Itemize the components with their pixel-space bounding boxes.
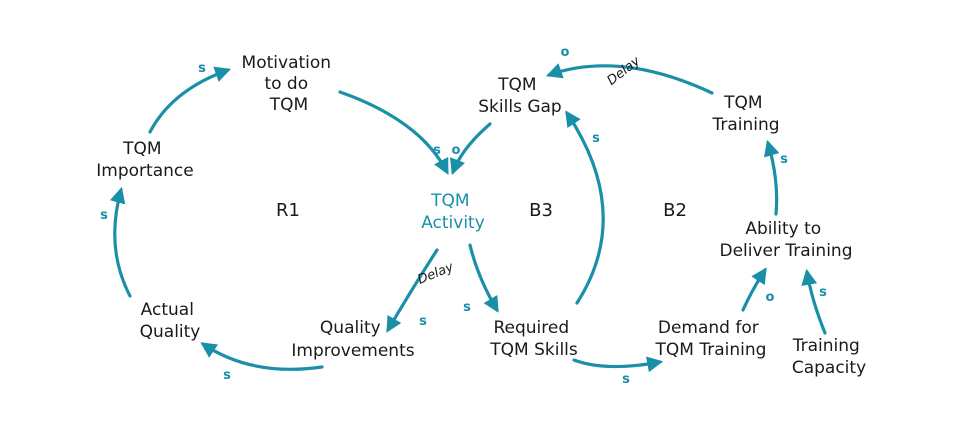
polarity-motivation-to-activity: s: [433, 143, 441, 158]
var-tqm-activity: TQM Activity: [421, 191, 485, 233]
link-required-to-demand: [572, 356, 664, 373]
var-skills-gap: TQM Skills Gap: [478, 75, 561, 117]
link-quality-to-importance: [109, 186, 132, 298]
polarity-quality-to-importance: s: [100, 208, 108, 223]
link-activity-to-required: [468, 243, 499, 313]
delay-label-activity-to-improvements: Delay: [416, 260, 456, 288]
polarity-required-to-gap: s: [592, 131, 600, 146]
var-importance: TQM Importance: [96, 139, 193, 181]
link-demand-to-ability: [741, 267, 767, 312]
polarity-demand-to-ability: o: [766, 290, 775, 305]
var-motivation: Motivation to do TQM: [242, 53, 337, 115]
polarity-importance-to-motivation: s: [198, 61, 206, 76]
link-improvements-to-quality: [200, 342, 324, 371]
var-actual-quality: Actual Quality: [140, 300, 201, 342]
link-motivation-to-activity: [338, 90, 449, 175]
link-importance-to-motivation: [148, 66, 232, 134]
loop-label-b2: B2: [663, 200, 687, 221]
var-tqm-training: TQM Training: [711, 93, 779, 135]
link-ability-to-training: [763, 139, 780, 216]
loop-label-r1: R1: [276, 200, 300, 221]
polarity-training-to-gap: o: [561, 45, 570, 60]
var-ability-deliver: Ability to Deliver Training: [720, 219, 853, 261]
link-training-to-gap: [545, 63, 714, 95]
polarity-capacity-to-ability: s: [819, 285, 827, 300]
polarity-activity-to-improvements: s: [419, 314, 427, 329]
var-demand-training: Demand for TQM Training: [655, 318, 767, 360]
link-gap-to-activity: [450, 122, 492, 175]
polarity-ability-to-training: s: [780, 152, 788, 167]
loop-label-b3: B3: [529, 200, 553, 221]
link-capacity-to-ability: [801, 268, 827, 335]
polarity-improvements-to-quality: s: [223, 368, 231, 383]
delay-label-training-to-gap: Delay: [605, 54, 644, 89]
var-required-skills: Required TQM Skills: [489, 318, 578, 360]
link-required-to-gap: [565, 110, 605, 305]
link-activity-to-improvements: [386, 248, 439, 333]
var-training-capacity: Training Capacity: [792, 336, 866, 378]
polarity-activity-to-required: s: [463, 300, 471, 315]
polarity-gap-to-activity: o: [452, 143, 461, 158]
var-quality-improvements: Quality Improvements: [291, 318, 414, 361]
polarity-required-to-demand: s: [622, 372, 630, 387]
